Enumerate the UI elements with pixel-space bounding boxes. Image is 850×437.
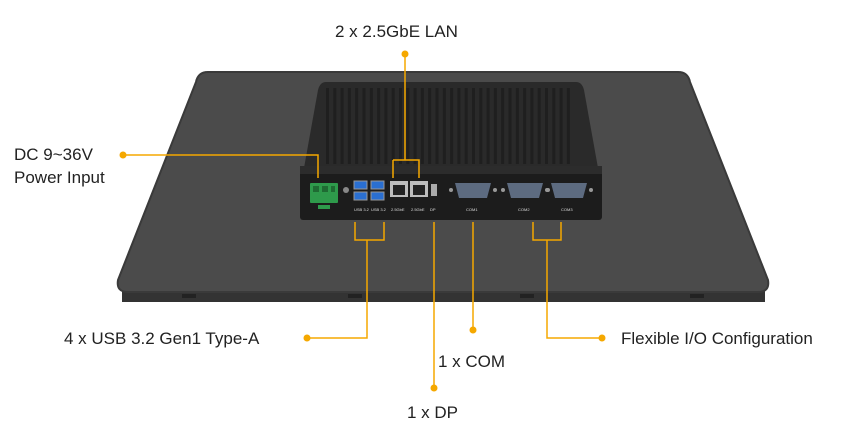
io-plate-top [300,166,602,174]
heatsink-fin [340,88,344,164]
callout-dc-dot [119,151,127,159]
com-port-3 [546,183,593,198]
heatsink-fin [347,88,351,164]
heatsink-fin [464,88,468,164]
heatsink-fin [420,88,424,164]
heatsink-fin [428,88,432,164]
heatsink-fin [326,88,329,164]
callout-usb-dot [303,334,311,342]
heatsink-fin [559,88,563,164]
lan-port-1 [390,181,408,197]
heatsink-fin [472,88,475,164]
heatsink-fin [545,88,548,164]
heatsink-fin [435,88,439,164]
heatsink-fin [486,88,490,164]
heatsink-fins [326,88,570,164]
callout-flex-dot [598,334,606,342]
heatsink-fin [450,88,454,164]
port-label-dp: DP [430,207,436,212]
usb-port-group-b [370,180,385,201]
label-flexible-io: Flexible I/O Configuration [621,329,813,348]
heatsink-fin [523,88,527,164]
port-label-usb-b: USB 3.2 [371,207,387,212]
heatsink-fin [501,88,505,164]
callout-com-dot [469,326,477,334]
heatsink-fin [399,88,402,164]
label-lan: 2 x 2.5GbE LAN [335,22,458,41]
dp-port [431,184,437,196]
io-ports: USB 3.2 USB 3.2 2.5GbE 2.5GbE DP COM1 CO… [310,180,593,212]
panel-notch [348,294,362,298]
heatsink-fin [508,88,512,164]
ground-screw-icon [343,187,349,193]
panel-notch [182,294,196,298]
callout-lan-line [392,54,420,178]
port-label-usb-a: USB 3.2 [354,207,370,212]
heatsink-fin [384,88,388,164]
callout-dots [119,50,606,392]
label-com: 1 x COM [438,352,506,371]
heatsink-fin [442,88,446,164]
com-port-1 [449,183,497,198]
heatsink-fin [333,88,337,164]
heatsink-fin [391,88,395,164]
dc-terminal-block [310,183,338,209]
heatsink-fin [457,88,461,164]
heatsink-fin [566,88,570,164]
heatsink-fin [537,88,541,164]
port-label-com-1: COM1 [466,207,478,212]
heatsink-fin [413,88,417,164]
port-label-com-3: COM3 [561,207,573,212]
heatsink-fin [355,88,359,164]
io-plate [300,166,602,220]
label-dc-line1: DC 9~36V [14,145,93,164]
callout-flex-line [532,222,602,339]
label-usb: 4 x USB 3.2 Gen1 Type-A [64,329,260,348]
panel-notch [520,294,534,298]
label-dc-line2: Power Input [14,168,105,187]
heatsink-fin [530,88,534,164]
port-label-com-2: COM2 [518,207,530,212]
heatsink-fin [552,88,556,164]
lan-port-2 [410,181,428,197]
port-label-lan-2: 2.5GbE [411,207,425,212]
heatsink-fin [479,88,483,164]
callout-dp-dot [430,384,438,392]
label-dp: 1 x DP [407,403,459,422]
heatsink-fin [515,88,519,164]
callout-dc-line [123,154,319,178]
port-label-lan-1: 2.5GbE [391,207,405,212]
heatsink-fin [369,88,373,164]
callout-lines [123,54,602,388]
usb-port-group-a [353,180,368,201]
callout-usb-line [307,222,385,339]
heatsink-box [300,82,602,220]
panel-notch [690,294,704,298]
callout-lan-dot [401,50,409,58]
heatsink-fin [406,88,410,164]
heatsink-fin [493,88,497,164]
heatsink-fin [377,88,381,164]
heatsink-fin [362,88,366,164]
